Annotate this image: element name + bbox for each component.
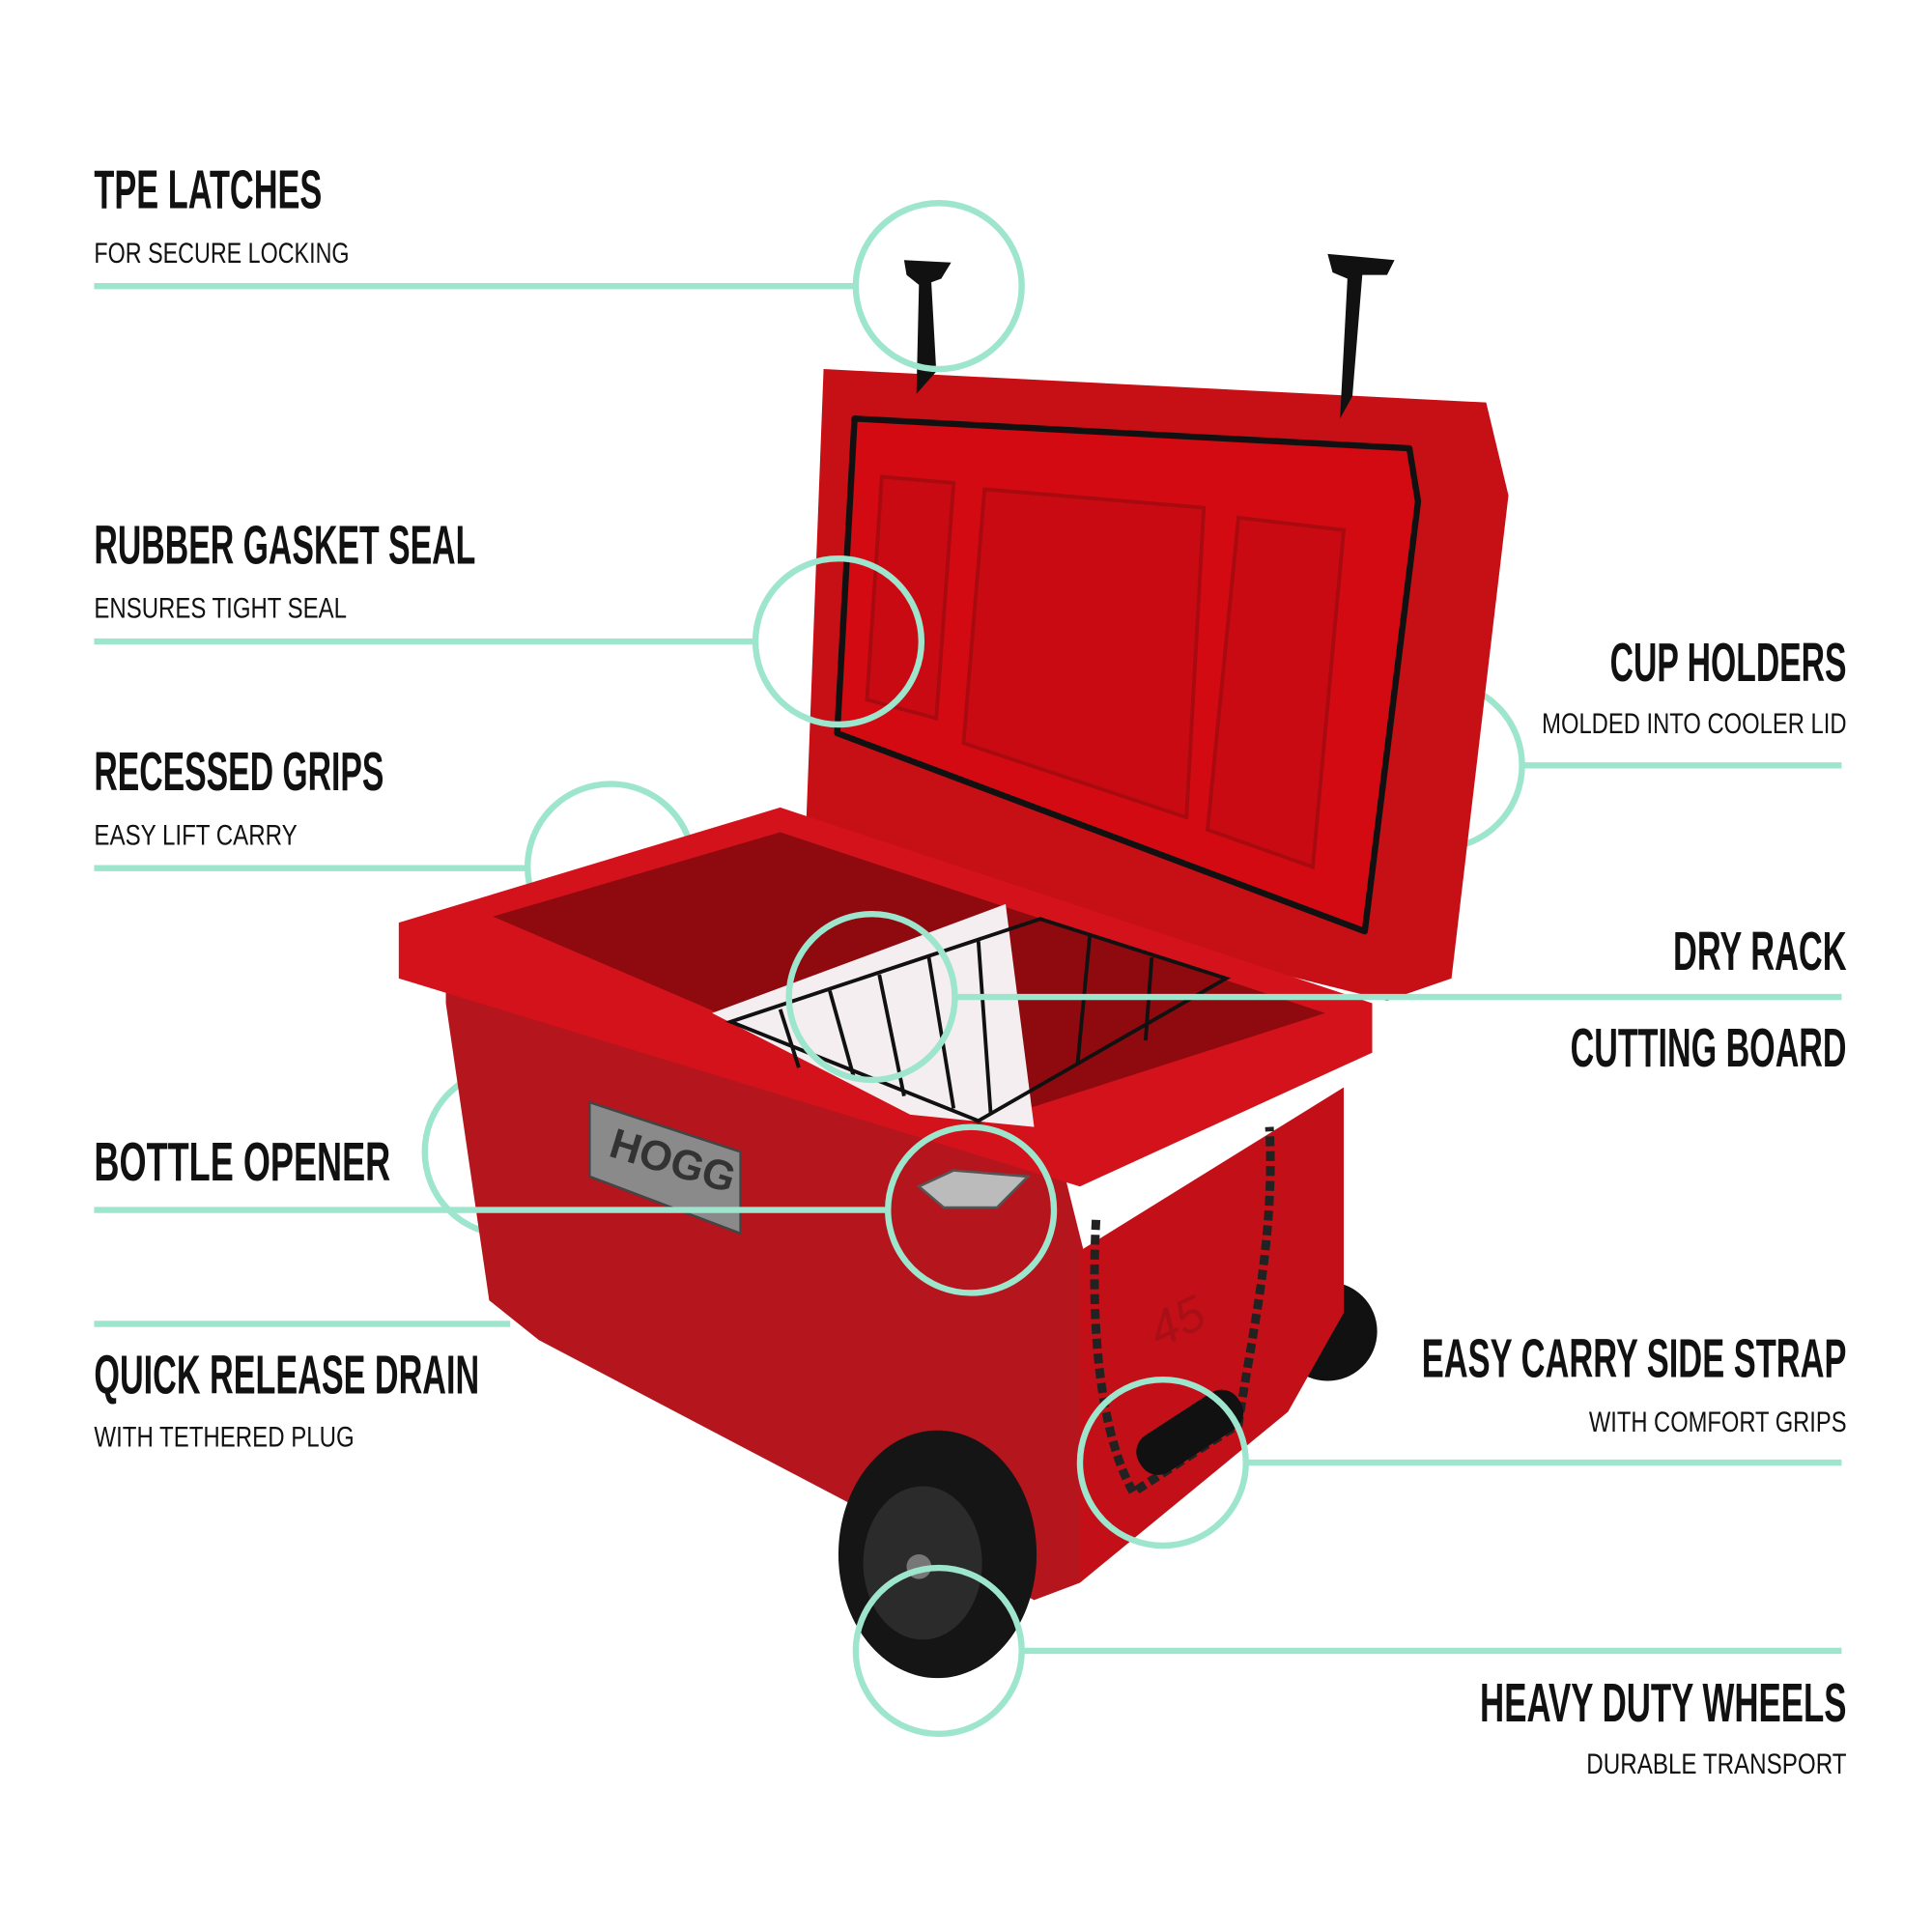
bottle-opener-title: BOTTLE OPENER: [94, 1132, 390, 1193]
bottle-opener: [916, 1169, 1031, 1209]
side-strap-callout-ring: [1076, 1377, 1249, 1549]
wheels-callout-ring: [852, 1564, 1025, 1738]
bottle-opener-callout-ring: [885, 1123, 1058, 1296]
cutting-board: [712, 903, 1035, 1127]
latch-right: [1327, 253, 1395, 419]
dry-rack-callout-ring: [785, 910, 958, 1084]
cutting-board-title: CUTTING BOARD: [1571, 1017, 1847, 1078]
side-strap: [1090, 1126, 1275, 1499]
drain-title: QUICK RELEASE DRAIN: [94, 1344, 479, 1405]
tpe-latches-subtitle: FOR SECURE LOCKING: [94, 238, 349, 270]
wheels-title: HEAVY DUTY WHEELS: [1480, 1672, 1846, 1733]
gasket-callout-ring: [752, 555, 925, 728]
latches-callout-ring: [852, 200, 1025, 373]
gasket-title: RUBBER GASKET SEAL: [94, 514, 475, 575]
cooler-image: HOGG 45: [398, 253, 1509, 1679]
dry-rack-title: DRY RACK: [1673, 921, 1847, 981]
side-strap-subtitle: WITH COMFORT GRIPS: [1589, 1406, 1847, 1438]
drain-subtitle: WITH TETHERED PLUG: [94, 1421, 354, 1453]
cup-holders-title: CUP HOLDERS: [1610, 632, 1847, 693]
strap-grip: [1136, 1389, 1244, 1475]
tpe-latches-title: TPE LATCHES: [94, 158, 322, 219]
grips-subtitle: EASY LIFT CARRY: [94, 819, 298, 851]
latch-left: [903, 260, 952, 394]
cup-holders-subtitle: MOLDED INTO COOLER LID: [1542, 708, 1846, 740]
logo-plate: [587, 1100, 742, 1236]
wheels-subtitle: DURABLE TRANSPORT: [1586, 1748, 1846, 1780]
gasket-subtitle: ENSURES TIGHT SEAL: [94, 593, 347, 625]
side-strap-title: EASY CARRY SIDE STRAP: [1422, 1328, 1847, 1389]
grips-title: RECESSED GRIPS: [94, 741, 384, 802]
dry-rack: [724, 917, 1231, 1123]
